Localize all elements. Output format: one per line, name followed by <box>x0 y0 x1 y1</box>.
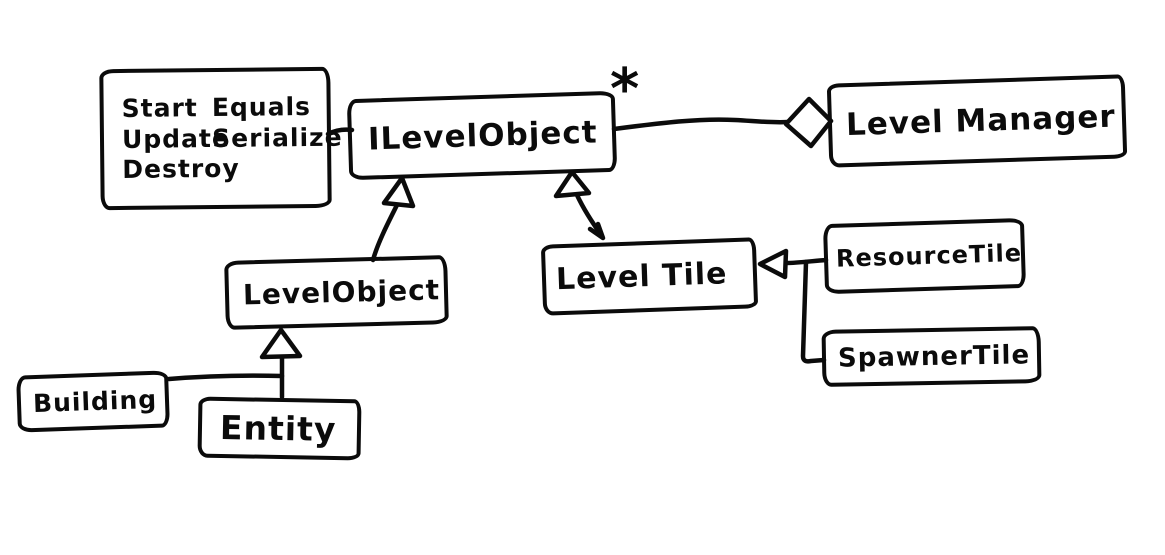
class-node-entity: Entity <box>197 396 362 461</box>
interface-methods-list: Start Equals Update Serialize Destroy <box>121 92 343 185</box>
class-node-spawnertile: SpawnerTile <box>821 326 1042 387</box>
class-node-leveltile: Level Tile <box>540 237 759 316</box>
class-node-ilevelobject: ILevelObject <box>346 90 618 181</box>
inheritance-arrow-entity-head <box>259 327 303 360</box>
aggregation-multiplicity: * <box>610 57 640 122</box>
inheritance-arrow-leveltile-line <box>574 192 605 239</box>
class-label-resourcetile: ResourceTile <box>835 238 1023 273</box>
method-destroy: Destroy <box>122 153 240 185</box>
class-node-levelmanager: Level Manager <box>826 74 1128 168</box>
class-node-building: Building <box>16 370 170 433</box>
method-equals: Equals <box>211 92 312 123</box>
inheritance-arrow-leveltile-head <box>553 169 592 199</box>
class-label-levelmanager: Level Manager <box>845 98 1117 144</box>
inheritance-arrow-resourcetile-head <box>757 248 789 280</box>
aggregation-diamond <box>783 96 834 149</box>
class-node-resourcetile: ResourceTile <box>822 217 1027 295</box>
method-start: Start <box>121 93 198 124</box>
class-label-building: Building <box>32 384 158 419</box>
class-label-leveltile: Level Tile <box>555 256 729 298</box>
class-label-ilevelobject: ILevelObject <box>367 113 599 158</box>
class-label-levelobject: LevelObject <box>242 273 441 312</box>
method-update: Update <box>121 123 231 154</box>
inheritance-arrow-levelobject-line <box>370 202 400 263</box>
inheritance-arrow-leveltile-tail <box>587 221 606 241</box>
aggregation-line <box>611 117 791 132</box>
class-label-entity: Entity <box>219 407 337 449</box>
class-node-levelobject: LevelObject <box>224 255 449 330</box>
inheritance-arrow-resourcetile-line <box>783 257 829 266</box>
method-serialize: Serialize <box>212 122 343 153</box>
class-label-spawnertile: SpawnerTile <box>837 339 1031 374</box>
class-node-interface-methods: Start Equals Update Serialize Destroy <box>99 66 343 211</box>
building-branch-line <box>166 373 285 382</box>
inheritance-arrow-levelobject-head <box>381 175 416 209</box>
